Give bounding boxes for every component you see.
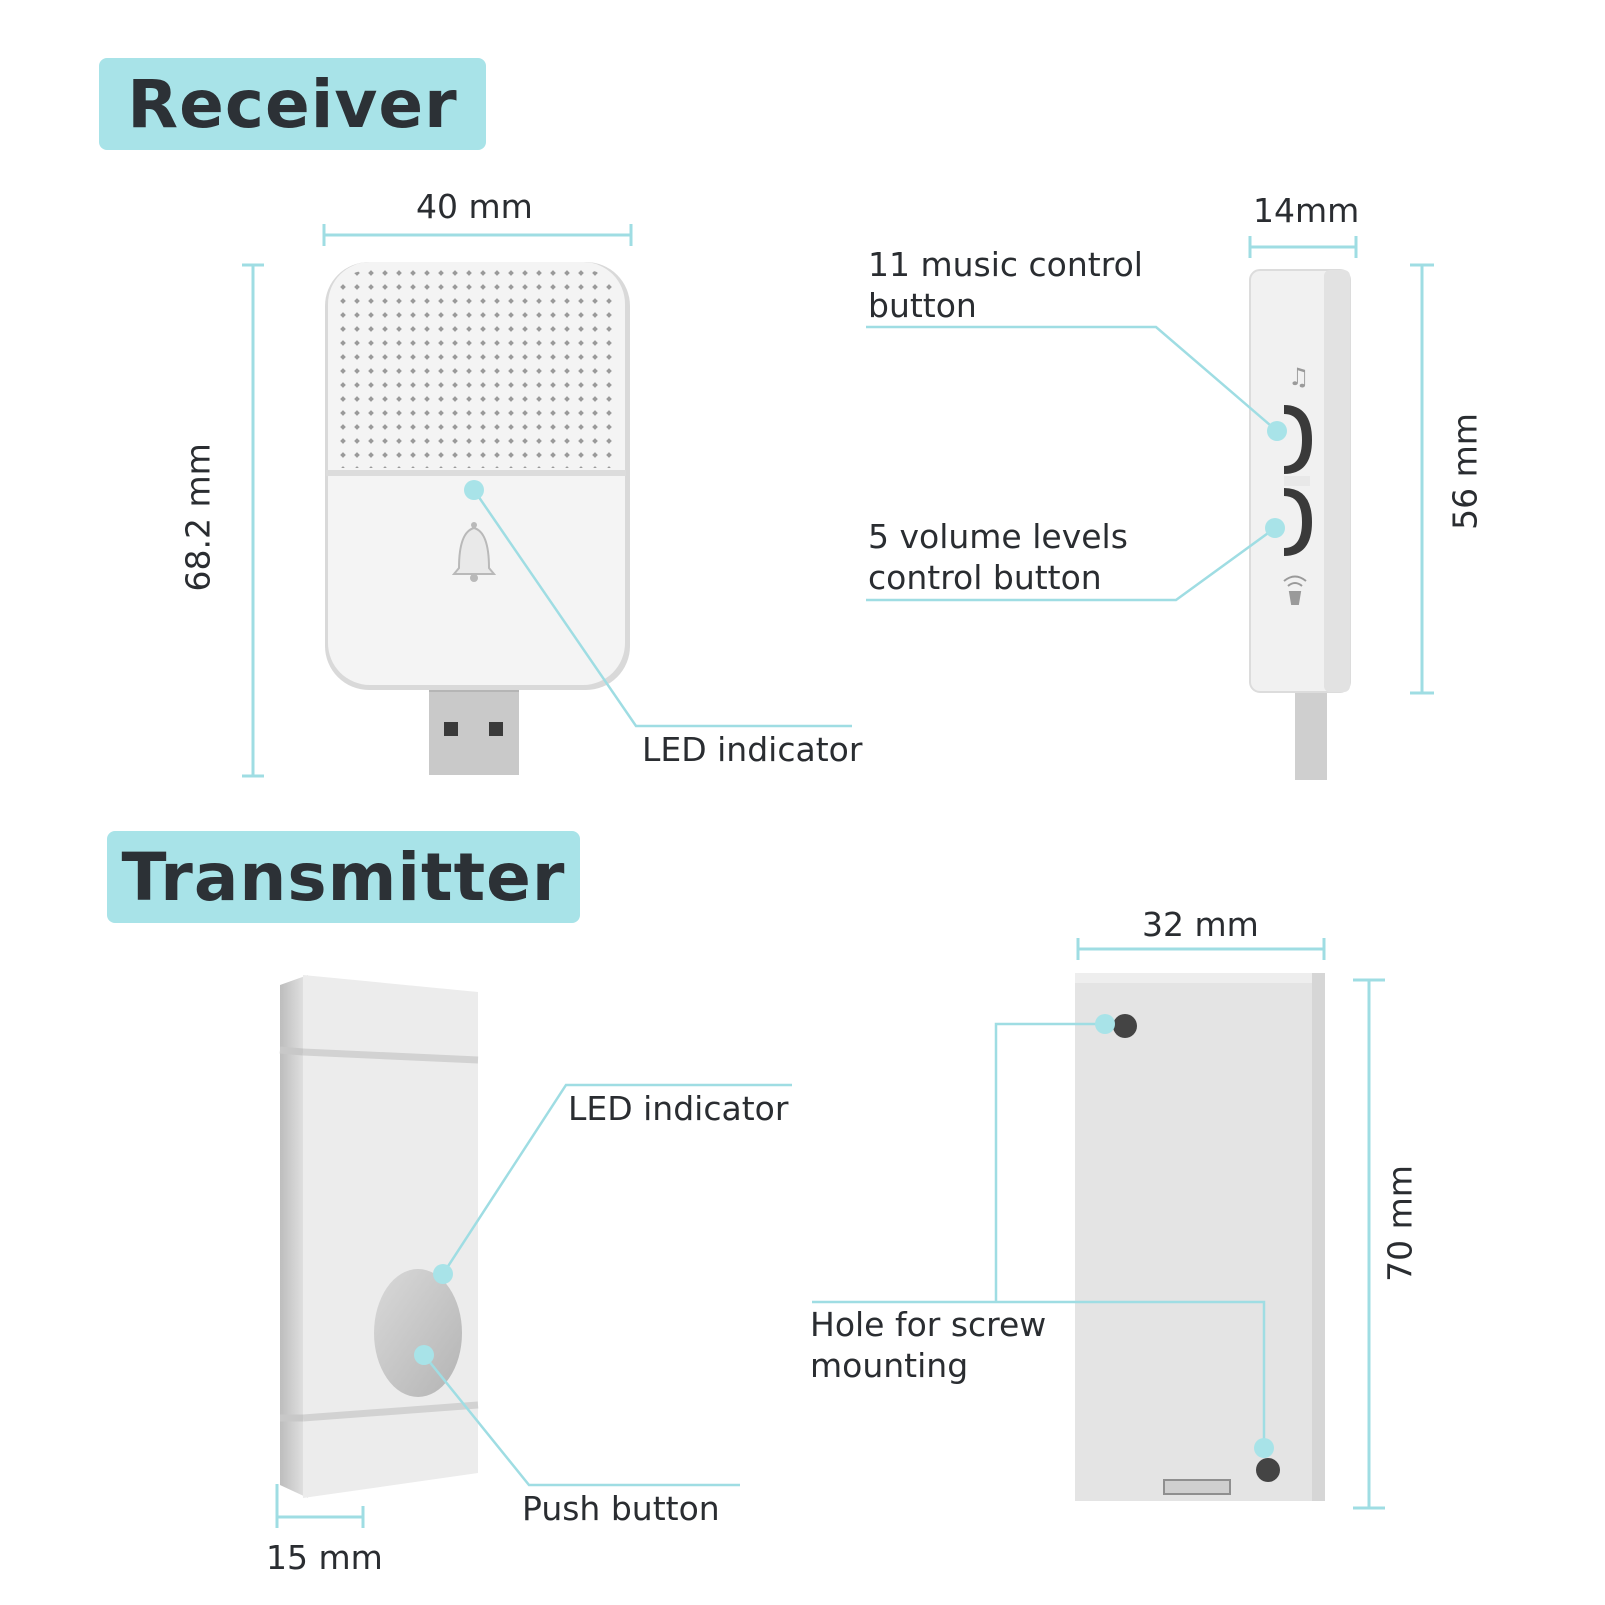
hole-callout bbox=[812, 1022, 1266, 1448]
hole-label-line2: mounting bbox=[810, 1346, 969, 1385]
transmitter-front-device bbox=[279, 975, 479, 1498]
receiver-front-device bbox=[325, 262, 630, 775]
bell-icon bbox=[451, 522, 497, 582]
transmitter-led-callout bbox=[433, 1083, 792, 1284]
battery-slot bbox=[1163, 1479, 1231, 1495]
transmitter-led-label: LED indicator bbox=[568, 1089, 789, 1128]
music-button-label-line1: 11 music control bbox=[868, 245, 1143, 284]
speaker-grille bbox=[336, 270, 618, 468]
volume-control-button bbox=[1284, 488, 1312, 556]
transmitter-width-label: 32 mm bbox=[1142, 905, 1259, 944]
receiver-depth-dimension bbox=[1248, 236, 1358, 258]
receiver-height-label: 68.2 mm bbox=[178, 443, 218, 592]
transmitter-section-title: Transmitter bbox=[107, 831, 580, 923]
transmitter-depth-dimension bbox=[275, 1484, 365, 1528]
receiver-side-height-dimension bbox=[1410, 263, 1434, 695]
push-button bbox=[374, 1269, 462, 1397]
screw-hole-top bbox=[1113, 1014, 1137, 1038]
music-button-callout bbox=[866, 325, 1287, 441]
volume-button-label-line1: 5 volume levels bbox=[868, 517, 1128, 556]
receiver-height-dimension bbox=[242, 263, 264, 778]
transmitter-height-label: 70 mm bbox=[1380, 1165, 1420, 1282]
hole-label-line1: Hole for screw bbox=[810, 1305, 1047, 1344]
transmitter-width-dimension bbox=[1076, 938, 1326, 960]
receiver-section-title: Receiver bbox=[99, 58, 486, 150]
receiver-width-label: 40 mm bbox=[416, 187, 533, 226]
push-button-label: Push button bbox=[522, 1489, 720, 1528]
usb-plug bbox=[429, 684, 519, 775]
screw-hole-bottom bbox=[1256, 1458, 1280, 1482]
transmitter-back-device bbox=[1075, 973, 1325, 1501]
receiver-led-label: LED indicator bbox=[642, 730, 863, 769]
transmitter-height-dimension bbox=[1353, 978, 1385, 1510]
receiver-side-height-label: 56 mm bbox=[1445, 413, 1485, 530]
volume-button-label-line2: control button bbox=[868, 558, 1102, 597]
push-button-callout bbox=[414, 1345, 740, 1487]
receiver-side-device: ♫ bbox=[1249, 269, 1351, 780]
receiver-led-callout bbox=[464, 480, 852, 728]
volume-icon bbox=[1283, 575, 1307, 605]
receiver-depth-label: 14mm bbox=[1253, 191, 1360, 230]
volume-button-callout bbox=[866, 518, 1285, 602]
transmitter-depth-label: 15 mm bbox=[266, 1538, 383, 1577]
music-note-icon: ♫ bbox=[1288, 363, 1310, 391]
receiver-width-dimension bbox=[322, 224, 633, 246]
music-control-button bbox=[1284, 405, 1312, 474]
music-button-label-line2: button bbox=[868, 286, 977, 325]
